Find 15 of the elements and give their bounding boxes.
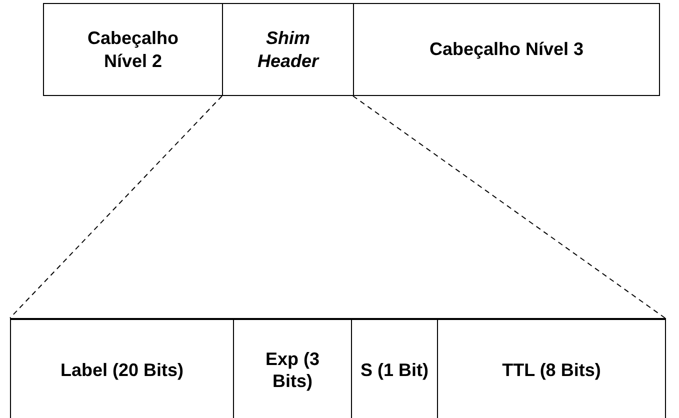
dashed-line [352, 96, 666, 318]
field-label: Exp (3 Bits) [264, 348, 321, 392]
header-field-box [10, 319, 234, 418]
header-field-box [353, 3, 660, 96]
field-row [10, 318, 666, 418]
header-field-box [222, 3, 354, 96]
field-label: TTL (8 Bits) [501, 358, 602, 382]
field-label: Shim Header [256, 27, 320, 72]
dashed-line [10, 96, 222, 318]
field-label: Cabeçalho Nível 3 [428, 38, 585, 61]
field-label: Cabeçalho Nível 2 [86, 27, 180, 72]
header-field-box [437, 319, 666, 418]
header-field-box [43, 3, 223, 96]
field-label: S (1 Bit) [359, 358, 430, 382]
field-label: Label (20 Bits) [59, 358, 185, 382]
